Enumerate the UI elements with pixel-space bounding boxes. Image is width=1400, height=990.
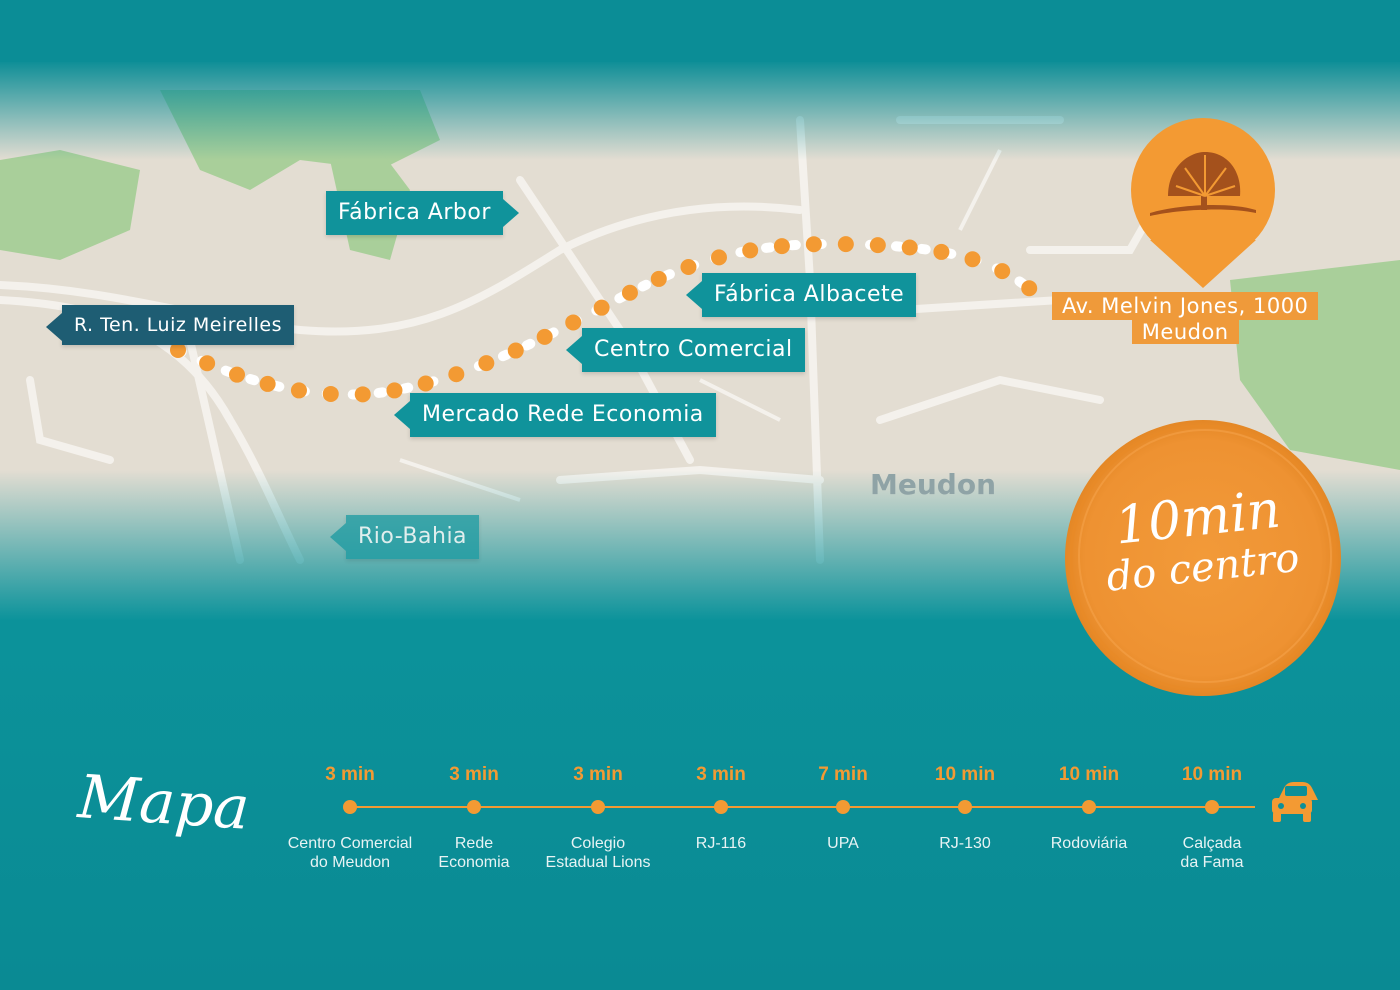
route-dot [259, 375, 276, 392]
park-area [0, 150, 140, 260]
legend-stop-place: Centro Comercial do Meudon [280, 834, 420, 872]
label-text: Centro Comercial [594, 337, 793, 362]
legend-title: Mapa [75, 762, 252, 844]
legend-stop-time: 3 min [573, 764, 623, 785]
legend-stop-place-line1: Rede [454, 835, 494, 852]
route-dot [478, 355, 495, 372]
route-dot [507, 342, 524, 359]
legend-stop-dot [591, 800, 605, 814]
route-dot [593, 299, 610, 316]
label-text: Rio-Bahia [358, 524, 468, 549]
label-mercado: Mercado Rede Economia [394, 393, 716, 437]
route-dot [837, 236, 854, 253]
destination-address: Av. Melvin Jones, 1000 Meudon [1052, 292, 1319, 344]
stamp-badge [1065, 420, 1341, 696]
route-dot [650, 270, 667, 287]
route-dot [621, 284, 638, 301]
legend-stop-place-line1: RJ-116 [695, 835, 747, 852]
legend-stop-time: 3 min [325, 764, 375, 785]
car-icon [1272, 782, 1318, 822]
legend-stop-place: UPA [773, 834, 913, 853]
top-band [0, 0, 1400, 62]
label-centro-comercial: Centro Comercial [566, 328, 805, 372]
route-dot [354, 386, 371, 403]
legend-stop-place: Calçada da Fama [1142, 834, 1282, 872]
legend-stop-place-line2: da Fama [1180, 854, 1244, 871]
route-dot [199, 355, 216, 372]
legend-stop-time: 10 min [1181, 764, 1243, 785]
route-dot [448, 366, 465, 383]
route-dot [229, 366, 246, 383]
route-dot [710, 249, 727, 266]
legend-stop-time: 3 min [696, 764, 746, 785]
legend-dots [343, 800, 1219, 814]
label-rio-bahia: Rio-Bahia [329, 515, 480, 559]
route-dot [680, 258, 697, 275]
legend-stop-place-line2: Estadual Lions [545, 854, 651, 871]
legend-stop-dot [1205, 800, 1219, 814]
legend-stop-dot [343, 800, 357, 814]
route-dot [290, 382, 307, 399]
legend-stop-time: 3 min [449, 764, 499, 785]
label-text: Fábrica Albacete [714, 282, 905, 307]
route-dot [417, 375, 434, 392]
route-dot [994, 263, 1011, 280]
legend-stop-dot [958, 800, 972, 814]
legend-stop-place: RJ-116 [651, 834, 791, 853]
route-dot [742, 242, 759, 259]
legend-stop-time: 7 min [818, 764, 868, 785]
route-dot [170, 342, 186, 358]
legend-stop-dot [467, 800, 481, 814]
legend-stop-place-line1: Centro Comercial [287, 835, 413, 852]
legend-stop-dot [1082, 800, 1096, 814]
route-dot [964, 251, 981, 268]
legend-stop-place-line1: Rodoviária [1050, 835, 1128, 852]
legend-stop-place-line1: Colegio [570, 835, 626, 852]
route-dot [805, 236, 822, 253]
label-fabrica-albacete: Fábrica Albacete [685, 273, 917, 317]
route-dot [869, 237, 886, 254]
legend-stop-place-line1: UPA [827, 835, 859, 852]
destination-pin [1131, 118, 1275, 288]
legend-stop-place: Rodoviária [1019, 834, 1159, 853]
label-ten-luiz: R. Ten. Luiz Meirelles [46, 305, 294, 345]
legend-stop-dot [836, 800, 850, 814]
legend-stop-place-line2: Economia [438, 854, 510, 871]
label-text: Mercado Rede Economia [422, 402, 704, 427]
route-dot [322, 385, 339, 402]
route-dot [565, 314, 582, 331]
destination-line2: Meudon [1131, 320, 1239, 344]
legend-stop-place-line1: RJ-130 [939, 835, 991, 852]
route-dots [170, 236, 1038, 403]
legend-stop-time: 10 min [934, 764, 996, 785]
label-text: Fábrica Arbor [338, 200, 491, 225]
legend-stop-place: RJ-130 [895, 834, 1035, 853]
label-text: R. Ten. Luiz Meirelles [74, 314, 282, 336]
legend-stop-dot [714, 800, 728, 814]
route-dot [1021, 280, 1038, 297]
legend-stop-time: 10 min [1058, 764, 1120, 785]
label-fabrica-arbor: Fábrica Arbor [326, 191, 519, 235]
route-dot [536, 328, 553, 345]
destination-line1: Av. Melvin Jones, 1000 [1052, 292, 1319, 320]
legend-stop-place-line1: Calçada [1182, 835, 1242, 852]
legend-stop-place-line2: do Meudon [309, 854, 391, 871]
route-dot [386, 382, 403, 399]
route-dot [933, 243, 950, 260]
district-label: Meudon [870, 468, 996, 501]
route-dot [773, 238, 790, 255]
route-dot [901, 239, 918, 256]
